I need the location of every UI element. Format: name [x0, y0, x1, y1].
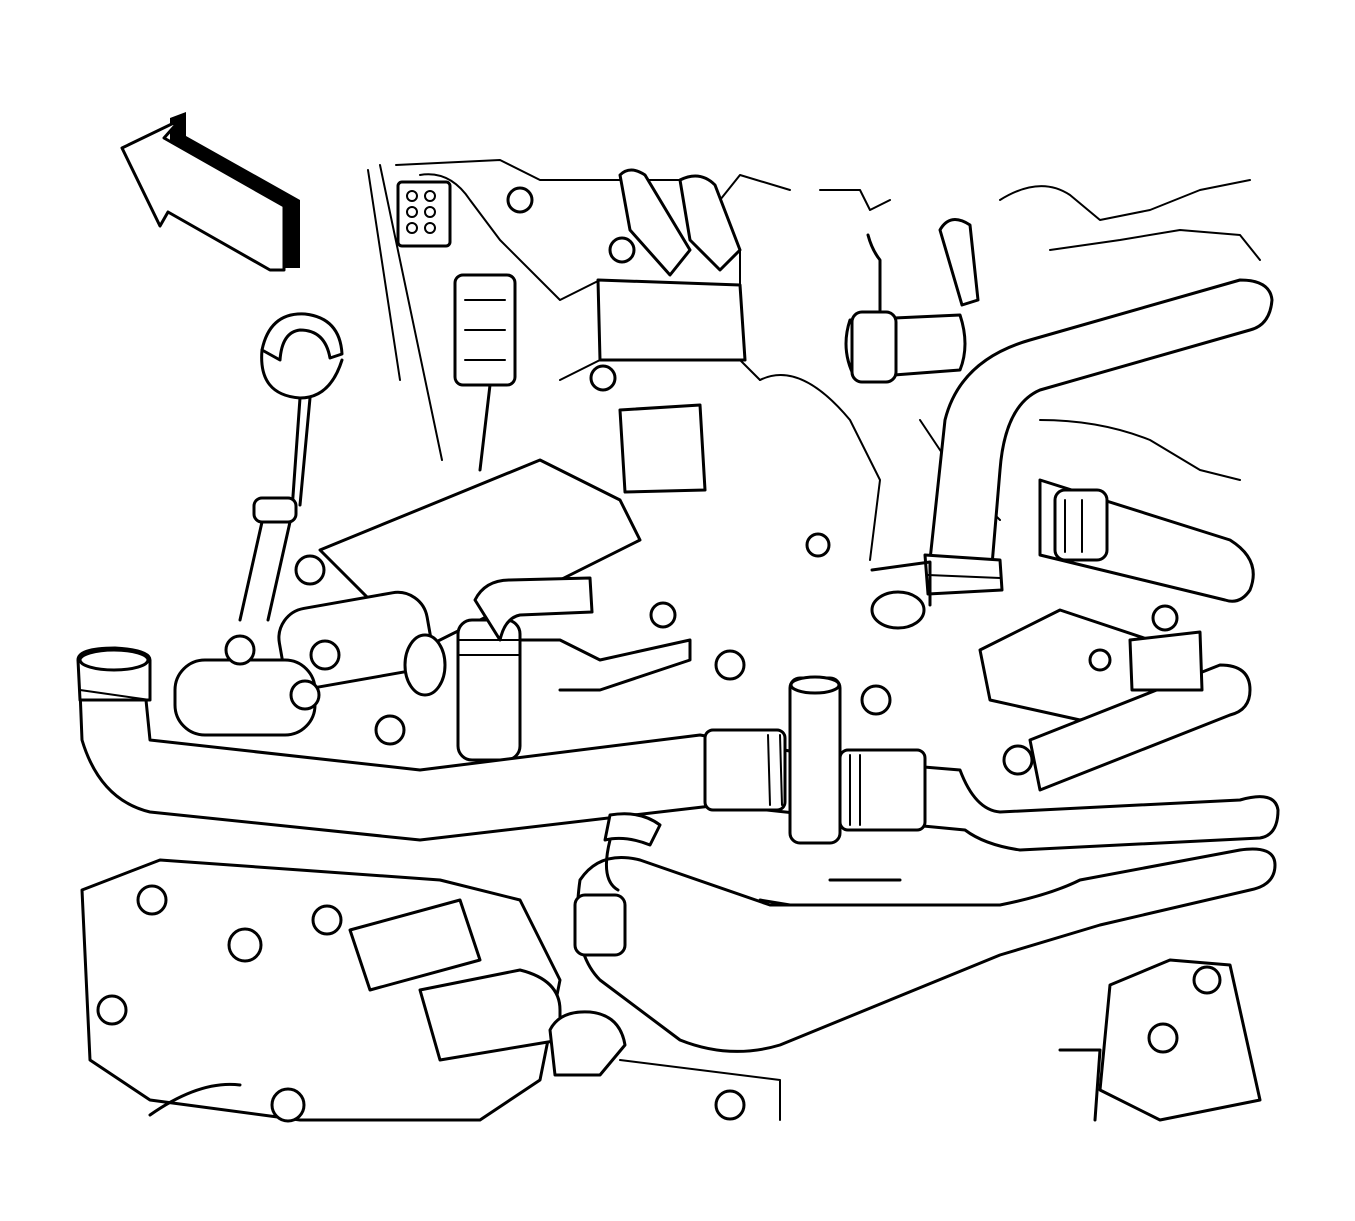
lower-engine-structure	[80, 858, 781, 1123]
mounting-bracket-right	[1058, 958, 1262, 1122]
center-pipe-elbow	[456, 532, 892, 762]
bypass-hose-upper	[844, 218, 980, 384]
dipstick-handle	[238, 312, 344, 622]
front-direction-arrow	[120, 112, 300, 272]
injector-rail-left	[173, 458, 642, 746]
coolant-hose-lower	[573, 812, 1277, 1053]
intake-manifold-right	[978, 604, 1252, 792]
hose-stub-right	[1038, 478, 1255, 603]
thermostat-housing	[506, 168, 747, 494]
electrical-connector	[396, 180, 517, 472]
heater-hose-right	[870, 278, 1274, 630]
coolant-pipe-main	[76, 646, 1280, 852]
tee-fitting	[703, 675, 927, 845]
